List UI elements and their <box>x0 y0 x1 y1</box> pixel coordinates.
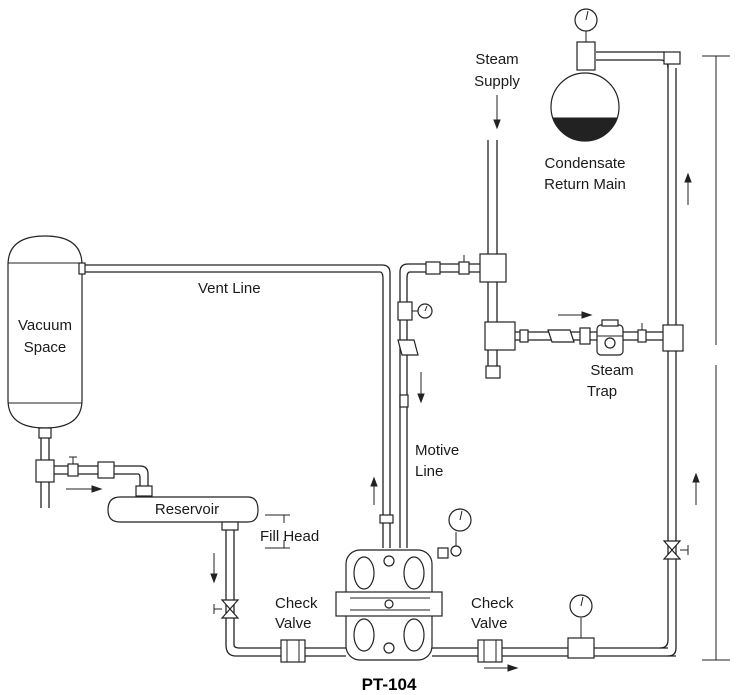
discharge-gauge-icon <box>569 594 593 638</box>
lift-dimension <box>702 55 730 661</box>
gate-valve-icon <box>213 599 240 619</box>
check-valve-left-label-2: Valve <box>275 615 311 632</box>
check-valve-right-label-2: Valve <box>471 615 507 632</box>
steam-trap-icon <box>596 319 624 356</box>
return-gauge-icon <box>574 8 598 32</box>
vent-coupling <box>379 514 394 524</box>
vacuum-space-label-1: Vacuum <box>18 317 72 334</box>
steam-trap-label-2: Trap <box>587 383 617 400</box>
fill-head-label: Fill Head <box>260 528 319 545</box>
discharge-pipe <box>432 637 676 663</box>
motive-line-label-1: Motive <box>415 442 459 459</box>
reservoir-down-arrow-icon <box>210 553 218 584</box>
tank-drain-pipe <box>35 427 153 508</box>
steam-supply-pipe <box>479 140 516 379</box>
check-valve-left-label-1: Check <box>275 595 318 612</box>
vacuum-space-label-2: Space <box>24 339 67 356</box>
drain-flow-arrow-icon <box>66 485 103 493</box>
check-valve-left-icon <box>280 639 306 663</box>
condensate-return-main <box>550 30 620 142</box>
reservoir-outlet-pipe <box>221 521 346 657</box>
discharge-flow-arrow-icon <box>484 664 519 672</box>
condensate-return-label-1: Condensate <box>545 155 626 172</box>
vent-line-label: Vent Line <box>198 280 261 297</box>
steam-supply-label-1: Steam <box>475 51 518 68</box>
riser-gate-valve-icon <box>662 540 689 560</box>
condensate-return-label-2: Return Main <box>544 176 626 193</box>
steam-trap-line <box>515 323 663 345</box>
motive-line-label-2: Line <box>415 463 443 480</box>
steam-supply-down-arrow-icon <box>493 95 501 130</box>
model-title: PT-104 <box>362 675 417 694</box>
riser-up-arrow-top-icon <box>684 172 692 205</box>
vent-line-pipe <box>78 262 391 548</box>
fill-head-dimension <box>265 514 290 549</box>
pump-gauge-icon <box>448 508 472 557</box>
vent-up-arrow-icon <box>370 476 378 505</box>
steam-supply-label-2: Supply <box>474 73 520 90</box>
riser-up-arrow-bottom-icon <box>692 472 700 505</box>
reservoir-label: Reservoir <box>155 501 219 518</box>
motive-gauge-icon <box>412 303 433 319</box>
check-valve-right-label-1: Check <box>471 595 514 612</box>
vacuum-space-tank <box>7 235 83 429</box>
trap-flow-arrow-icon <box>558 311 593 319</box>
motive-down-arrow-icon <box>417 372 425 404</box>
pt104-pump-body <box>335 547 449 661</box>
steam-trap-label-1: Steam <box>590 362 633 379</box>
reservoir-tank <box>107 496 259 523</box>
motive-line-pipe <box>397 255 480 548</box>
